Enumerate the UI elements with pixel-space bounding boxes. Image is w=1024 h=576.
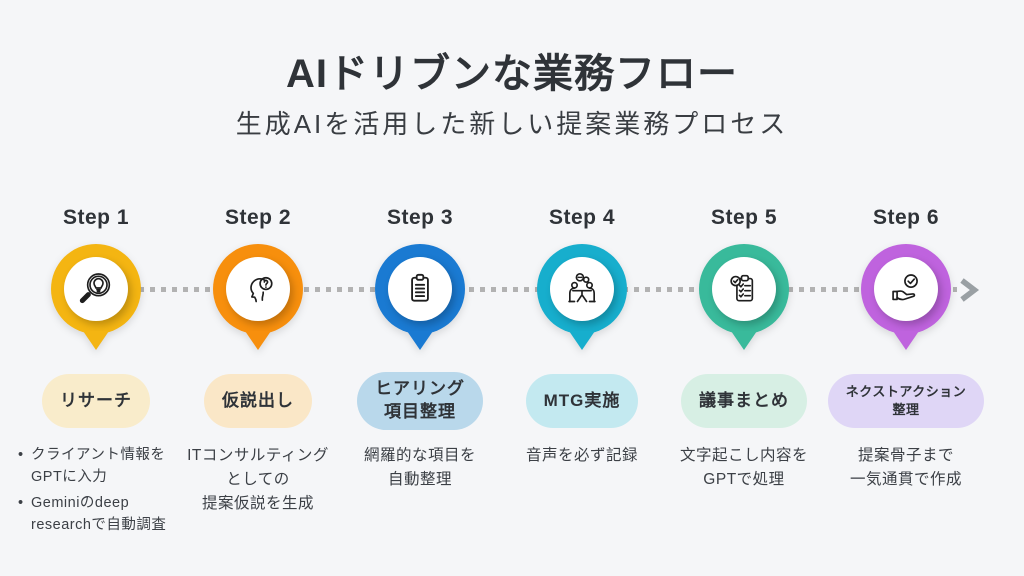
head-question-icon xyxy=(238,269,278,309)
description-line: 音声を必ず記録 xyxy=(525,447,638,464)
step-pill-label: 整理 xyxy=(892,402,920,417)
step-pin-marker xyxy=(51,244,141,334)
step-pill-label: リサーチ xyxy=(60,390,132,410)
description-line: 一気通貫で作成 xyxy=(849,471,962,489)
step-pill: ヒアリング項目整理 xyxy=(357,372,483,430)
step-pill-label: MTG実施 xyxy=(543,390,621,410)
step-description: 網羅的な項目を自動整理 xyxy=(364,444,476,492)
hand-check-icon xyxy=(886,269,926,309)
step-column: Step 4 MTG実施 音声を必ず記録 xyxy=(501,206,663,540)
magnifier-bulb-icon xyxy=(76,269,116,309)
page-title: AIドリブンな業務フロー xyxy=(286,52,738,96)
step-pill: 議事まとめ xyxy=(681,374,807,428)
step-column: Step 2 仮説出し ITコンサルティングとしての提案仮説を生成 xyxy=(177,206,339,540)
description-line: ITコンサルティング xyxy=(187,447,329,464)
step-pill-label: 仮説出し xyxy=(222,390,294,410)
meeting-icon xyxy=(562,269,602,309)
step-label: Step 4 xyxy=(548,206,616,229)
checklist-icon xyxy=(724,269,764,309)
header: AIドリブンな業務フロー 生成AIを活用した新しい提案業務プロセス xyxy=(0,0,1024,142)
step-pin-marker xyxy=(213,244,303,334)
step-pin-marker xyxy=(699,244,789,334)
step-pin-marker xyxy=(537,244,627,334)
description-line: 自動整理 xyxy=(387,471,452,489)
step-description: 音声を必ず記録 xyxy=(526,444,638,468)
step-label: Step 3 xyxy=(386,206,454,229)
step-column: Step 6 ネクストアクション整理 提案骨子まで一気通貫で作成 xyxy=(825,206,987,540)
step-description: 文字起こし内容を GPTで処理 xyxy=(680,444,808,492)
description-line: 網羅的な項目を xyxy=(363,447,476,464)
description-line: 提案骨子まで xyxy=(857,447,954,464)
step-label: Step 2 xyxy=(224,206,292,229)
process-flow: Step 1 リサーチ クライアント情報をGPTに入力Geminiのdeep r… xyxy=(15,206,987,546)
step-description: 提案骨子まで一気通貫で作成 xyxy=(850,444,962,492)
step-pin-marker xyxy=(861,244,951,334)
step-pill: MTG実施 xyxy=(525,374,639,428)
step-pill-label: ネクストアクション xyxy=(845,384,967,400)
step-label: Step 5 xyxy=(710,206,778,229)
step-pill-label: 議事まとめ xyxy=(699,390,789,410)
description-line: としての xyxy=(226,471,290,489)
description-line: 提案仮説を生成 xyxy=(201,495,314,513)
step-column: Step 5 議事まとめ 文字起こし内容を GPTで処理 xyxy=(663,206,825,540)
step-pill-label: 項目整理 xyxy=(384,402,456,421)
step-pill: リサーチ xyxy=(42,374,150,428)
step-pill: 仮説出し xyxy=(204,374,312,428)
description-bullet: Geminiのdeep researchで自動調査 xyxy=(17,492,175,537)
description-bullet: クライアント情報をGPTに入力 xyxy=(17,444,175,489)
step-pin-marker xyxy=(375,244,465,334)
steps-row: Step 1 リサーチ クライアント情報をGPTに入力Geminiのdeep r… xyxy=(15,206,987,540)
clipboard-icon xyxy=(400,269,440,309)
step-column: Step 3 ヒアリング項目整理 網羅的な項目を自動整理 xyxy=(339,206,501,540)
step-column: Step 1 リサーチ クライアント情報をGPTに入力Geminiのdeep r… xyxy=(15,206,177,540)
step-label: Step 6 xyxy=(872,206,940,229)
step-description: クライアント情報をGPTに入力Geminiのdeep researchで自動調査 xyxy=(17,444,175,540)
step-pill-label: ヒアリング xyxy=(375,379,465,399)
step-label: Step 1 xyxy=(62,206,130,229)
timeline-dotted-line xyxy=(95,287,957,292)
description-line: 文字起こし内容を xyxy=(679,447,808,464)
page-subtitle: 生成AIを活用した新しい提案業務プロセス xyxy=(235,109,789,139)
step-pill: ネクストアクション整理 xyxy=(827,374,985,428)
description-line: GPTで処理 xyxy=(703,471,785,489)
arrow-right-icon xyxy=(960,278,980,302)
step-description: ITコンサルティングとしての提案仮説を生成 xyxy=(187,444,329,516)
